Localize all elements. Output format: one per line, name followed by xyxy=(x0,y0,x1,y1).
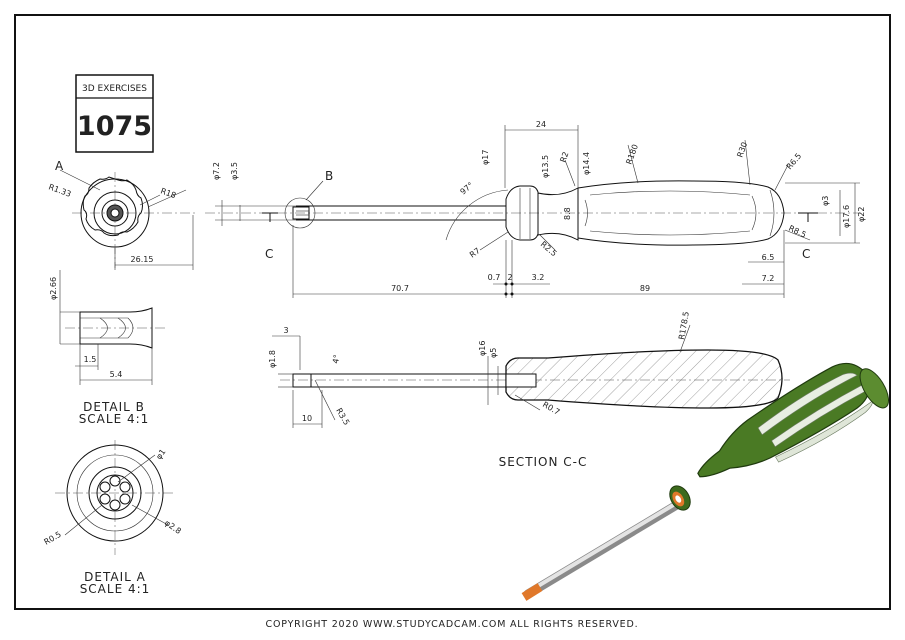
exercise-badge: 3D EXERCISES 1075 xyxy=(75,74,154,153)
dim-r2: R2 xyxy=(558,151,570,164)
dim-d28: φ2.8 xyxy=(163,518,183,536)
dim-d266: φ2.66 xyxy=(49,277,58,300)
dim-d35: φ3.5 xyxy=(230,162,239,180)
dim-d135: φ13.5 xyxy=(541,155,550,178)
dim-d1: φ1 xyxy=(154,447,167,461)
callout-a: A xyxy=(55,159,64,173)
dim-2: 2 xyxy=(507,273,512,282)
dim-8-8: 8.8 xyxy=(563,207,572,220)
dim-d176: φ17.6 xyxy=(842,205,851,228)
callout-b: B xyxy=(325,169,333,183)
badge-number: 1075 xyxy=(77,111,152,142)
detail-b-scale: SCALE 4:1 xyxy=(79,412,150,426)
dim-r133: R1.33 xyxy=(47,182,72,198)
dim-r85: R8.5 xyxy=(787,224,807,240)
dim-d72: φ7.2 xyxy=(212,162,221,180)
detail-a-title: DETAIL A xyxy=(84,570,146,584)
dim-d144: φ14.4 xyxy=(582,152,591,175)
section-view xyxy=(272,324,790,428)
dim-0-7: 0.7 xyxy=(488,273,501,282)
dim-r7: R7 xyxy=(468,246,482,259)
drawing-border xyxy=(14,14,891,610)
dim-6-5: 6.5 xyxy=(762,253,775,262)
dim-3-2: 3.2 xyxy=(532,273,545,282)
dim-r25: R2.5 xyxy=(539,240,559,259)
detail-b-view xyxy=(59,270,165,385)
dim-angle-97: 97° xyxy=(459,181,476,197)
dim-d3: φ3 xyxy=(821,196,830,206)
dim-r180: R180 xyxy=(624,143,640,166)
dim-r1785: R178.5 xyxy=(677,311,691,341)
copyright-notice: COPYRIGHT 2020 WWW.STUDYCADCAM.COM ALL R… xyxy=(266,619,639,630)
cut-c-left: C xyxy=(265,247,273,261)
dim-s3: 3 xyxy=(283,326,288,335)
dim-r35: R3.5 xyxy=(334,407,351,427)
dim-angle-4: 4° xyxy=(331,354,341,365)
side-view xyxy=(205,125,860,298)
dim-r65: R6.5 xyxy=(785,151,804,171)
screwdriver-3d-render xyxy=(521,362,889,601)
dim-d16: φ16 xyxy=(478,341,487,356)
dim-5-4: 5.4 xyxy=(110,370,123,379)
front-view xyxy=(59,169,198,270)
detail-a-scale: SCALE 4:1 xyxy=(80,582,151,596)
cut-c-right: C xyxy=(802,247,810,261)
dim-7-2: 7.2 xyxy=(762,274,775,283)
dim-70-7: 70.7 xyxy=(391,284,409,293)
dim-89: 89 xyxy=(640,284,650,293)
dim-1-5: 1.5 xyxy=(84,355,97,364)
dim-24: 24 xyxy=(536,120,546,129)
badge-heading: 3D EXERCISES xyxy=(82,84,147,94)
section-title: SECTION C-C xyxy=(499,455,588,469)
detail-b-title: DETAIL B xyxy=(83,400,145,414)
dim-d17: φ17 xyxy=(481,150,490,165)
detail-a-view xyxy=(55,440,175,555)
dim-d22: φ22 xyxy=(857,207,866,222)
dim-r07: R0.7 xyxy=(541,400,561,417)
dim-d5: φ5 xyxy=(489,348,498,358)
dim-r30: R30 xyxy=(735,141,749,159)
dim-r05: R0.5 xyxy=(43,530,63,547)
dim-26-15: 26.15 xyxy=(131,255,154,264)
dim-s10: 10 xyxy=(302,414,312,423)
dim-d18: φ1.8 xyxy=(268,350,277,368)
